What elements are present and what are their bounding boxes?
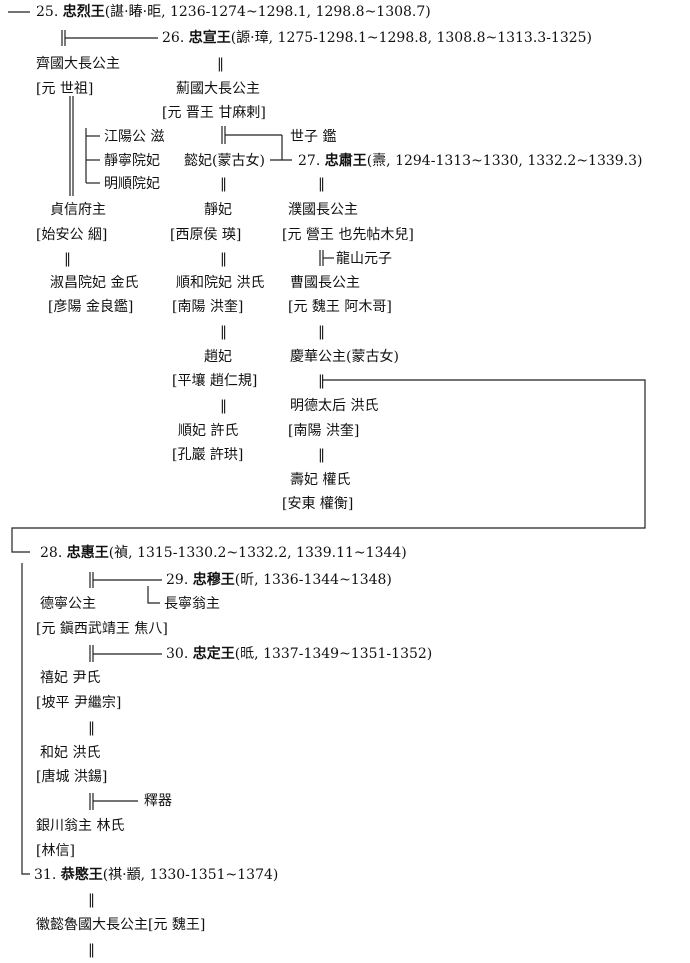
person-ryongsan: 龍山元子 bbox=[336, 251, 392, 267]
person-sukchang: 淑昌院妃 金氏 bbox=[50, 275, 139, 291]
person-uibi: 懿妃(蒙古女) bbox=[184, 153, 265, 169]
person-jobi: 趙妃 bbox=[204, 349, 232, 365]
person-deoknyeong: 德寧公主 bbox=[40, 596, 96, 612]
king-28-number: 28. bbox=[40, 545, 63, 561]
king-29-number: 29. bbox=[166, 572, 189, 588]
marriage-mark-noguk: ‖ bbox=[88, 942, 95, 958]
person-sunbi: 順妃 許氏 bbox=[178, 423, 239, 439]
person-deoknyeong-father: [元 鎭西武靖王 焦八] bbox=[36, 621, 168, 637]
person-euncheon-father: [林信] bbox=[36, 843, 75, 859]
king-28-entry: 28. 忠惠王(禎, 1315-1330.2~1332.2, 1339.11~1… bbox=[40, 544, 407, 562]
person-jeongnyeong: 靜寧院妃 bbox=[104, 153, 160, 169]
marriage-mark-heebi: ‖ bbox=[88, 720, 95, 736]
person-jeongbi: 靜妃 bbox=[204, 202, 232, 218]
person-caoguo-father: [元 魏王 阿木哥] bbox=[288, 299, 392, 315]
marriage-mark-jeongsin: ‖ bbox=[64, 251, 71, 267]
person-jeongsin-father: [始安公 絪] bbox=[36, 227, 108, 243]
person-sukchang-father: [彦陽 金良鑑] bbox=[48, 299, 134, 315]
king-31-detail: (祺·顓, 1330-1351~1374) bbox=[102, 867, 279, 883]
person-seokgi: 釋器 bbox=[144, 793, 172, 809]
person-hwabi: 和妃 洪氏 bbox=[40, 745, 101, 761]
person-myeongsun: 明順院妃 bbox=[104, 176, 160, 192]
king-25-detail: (諶·睶·昛, 1236-1274~1298.1, 1298.8~1308.7) bbox=[104, 4, 431, 20]
marriage-mark-31: ‖ bbox=[88, 892, 95, 908]
marriage-mark-caoguo: ‖ bbox=[318, 324, 325, 340]
marriage-mark-27a: ‖ bbox=[220, 176, 227, 192]
person-seja: 世子 鑑 bbox=[290, 129, 337, 145]
king-26-number: 26. bbox=[162, 30, 185, 46]
person-jangnyeong: 長寧翁主 bbox=[164, 596, 220, 612]
person-euncheon: 銀川翁主 林氏 bbox=[36, 818, 125, 834]
king-26-entry: 26. 忠宣王(謜·璋, 1275-1298.1~1298.8, 1308.8~… bbox=[162, 29, 592, 47]
marriage-mark-27b: ‖ bbox=[318, 176, 325, 192]
marriage-mark-26: ‖ bbox=[217, 56, 224, 72]
king-30-number: 30. bbox=[166, 646, 189, 662]
person-gyeonghwa: 慶華公主(蒙古女) bbox=[290, 349, 399, 365]
marriage-mark-myeongdeok: ‖ bbox=[318, 447, 325, 463]
person-subi-father: [安東 權衡] bbox=[282, 496, 354, 512]
person-sunhwa: 順和院妃 洪氏 bbox=[176, 275, 265, 291]
person-myeongdeok: 明德太后 洪氏 bbox=[290, 398, 379, 414]
king-30-detail: (㫝, 1337-1349~1351-1352) bbox=[234, 646, 433, 662]
marriage-mark-sunhwa: ‖ bbox=[220, 324, 227, 340]
person-puguo-father: [元 營王 也先帖木兒] bbox=[282, 227, 414, 243]
person-noguk: 徽懿魯國大長公主[元 魏王] bbox=[36, 917, 206, 933]
person-jeongsin: 貞信府主 bbox=[50, 202, 106, 218]
king-25-number: 25. bbox=[36, 4, 59, 20]
person-hwabi-father: [唐城 洪鍚] bbox=[36, 769, 108, 785]
marriage-mark-gyeonghwa: ‖ bbox=[318, 373, 325, 389]
person-jiguo: 薊國大長公主 bbox=[176, 81, 260, 97]
king-30-name: 忠定王 bbox=[192, 646, 235, 662]
line-to-31 bbox=[21, 563, 30, 875]
king-26-detail: (謜·璋, 1275-1298.1~1298.8, 1308.8~1313.3-… bbox=[230, 30, 593, 46]
person-heebi-father: [坡平 尹繼宗] bbox=[36, 695, 122, 711]
king-28-name: 忠惠王 bbox=[66, 545, 109, 561]
king-31-number: 31. bbox=[34, 867, 57, 883]
line-jangnyeong-branch bbox=[147, 586, 160, 604]
person-puguo: 濮國長公主 bbox=[288, 202, 358, 218]
king-27-detail: (燾, 1294-1313~1330, 1332.2~1339.3) bbox=[366, 153, 643, 169]
person-sunbi-father: [孔巖 許珙] bbox=[172, 447, 244, 463]
king-29-entry: 29. 忠穆王(昕, 1336-1344~1348) bbox=[166, 571, 392, 589]
person-sunhwa-father: [南陽 洪奎] bbox=[172, 299, 244, 315]
person-subi: 壽妃 權氏 bbox=[290, 472, 351, 488]
king-30-entry: 30. 忠定王(㫝, 1337-1349~1351-1352) bbox=[166, 645, 432, 663]
king-29-detail: (昕, 1336-1344~1348) bbox=[234, 572, 392, 588]
king-25-name: 忠烈王 bbox=[62, 4, 105, 20]
person-jiangyang: 江陽公 滋 bbox=[104, 129, 165, 145]
king-29-name: 忠穆王 bbox=[192, 572, 235, 588]
king-27-entry: 27. 忠肅王(燾, 1294-1313~1330, 1332.2~1339.3… bbox=[298, 152, 643, 170]
king-25-entry: 25. 忠烈王(諶·睶·昛, 1236-1274~1298.1, 1298.8~… bbox=[36, 3, 431, 21]
person-jeongbi-father: [西原侯 瑛] bbox=[170, 227, 242, 243]
person-myeongdeok-father: [南陽 洪奎] bbox=[288, 423, 360, 439]
king-31-entry: 31. 恭愍王(祺·顓, 1330-1351~1374) bbox=[34, 866, 278, 884]
marriage-mark-jobi: ‖ bbox=[220, 398, 227, 414]
king-27-number: 27. bbox=[298, 153, 321, 169]
person-caoguo: 曹國長公主 bbox=[290, 275, 360, 291]
person-heebi: 禧妃 尹氏 bbox=[40, 670, 101, 686]
king-28-detail: (禎, 1315-1330.2~1332.2, 1339.11~1344) bbox=[108, 545, 407, 561]
person-qiguo: 齊國大長公主 bbox=[36, 56, 120, 72]
line-gyeonghwa-loop bbox=[11, 379, 646, 553]
king-27-name: 忠肅王 bbox=[324, 153, 367, 169]
person-jobi-father: [平壤 趙仁規] bbox=[172, 373, 258, 389]
person-qiguo-father: [元 世祖] bbox=[36, 81, 94, 97]
person-jiguo-father: [元 晋王 甘麻剌] bbox=[162, 105, 266, 121]
king-31-name: 恭愍王 bbox=[60, 867, 103, 883]
marriage-mark-jeongbi: ‖ bbox=[220, 251, 227, 267]
king-26-name: 忠宣王 bbox=[188, 30, 231, 46]
